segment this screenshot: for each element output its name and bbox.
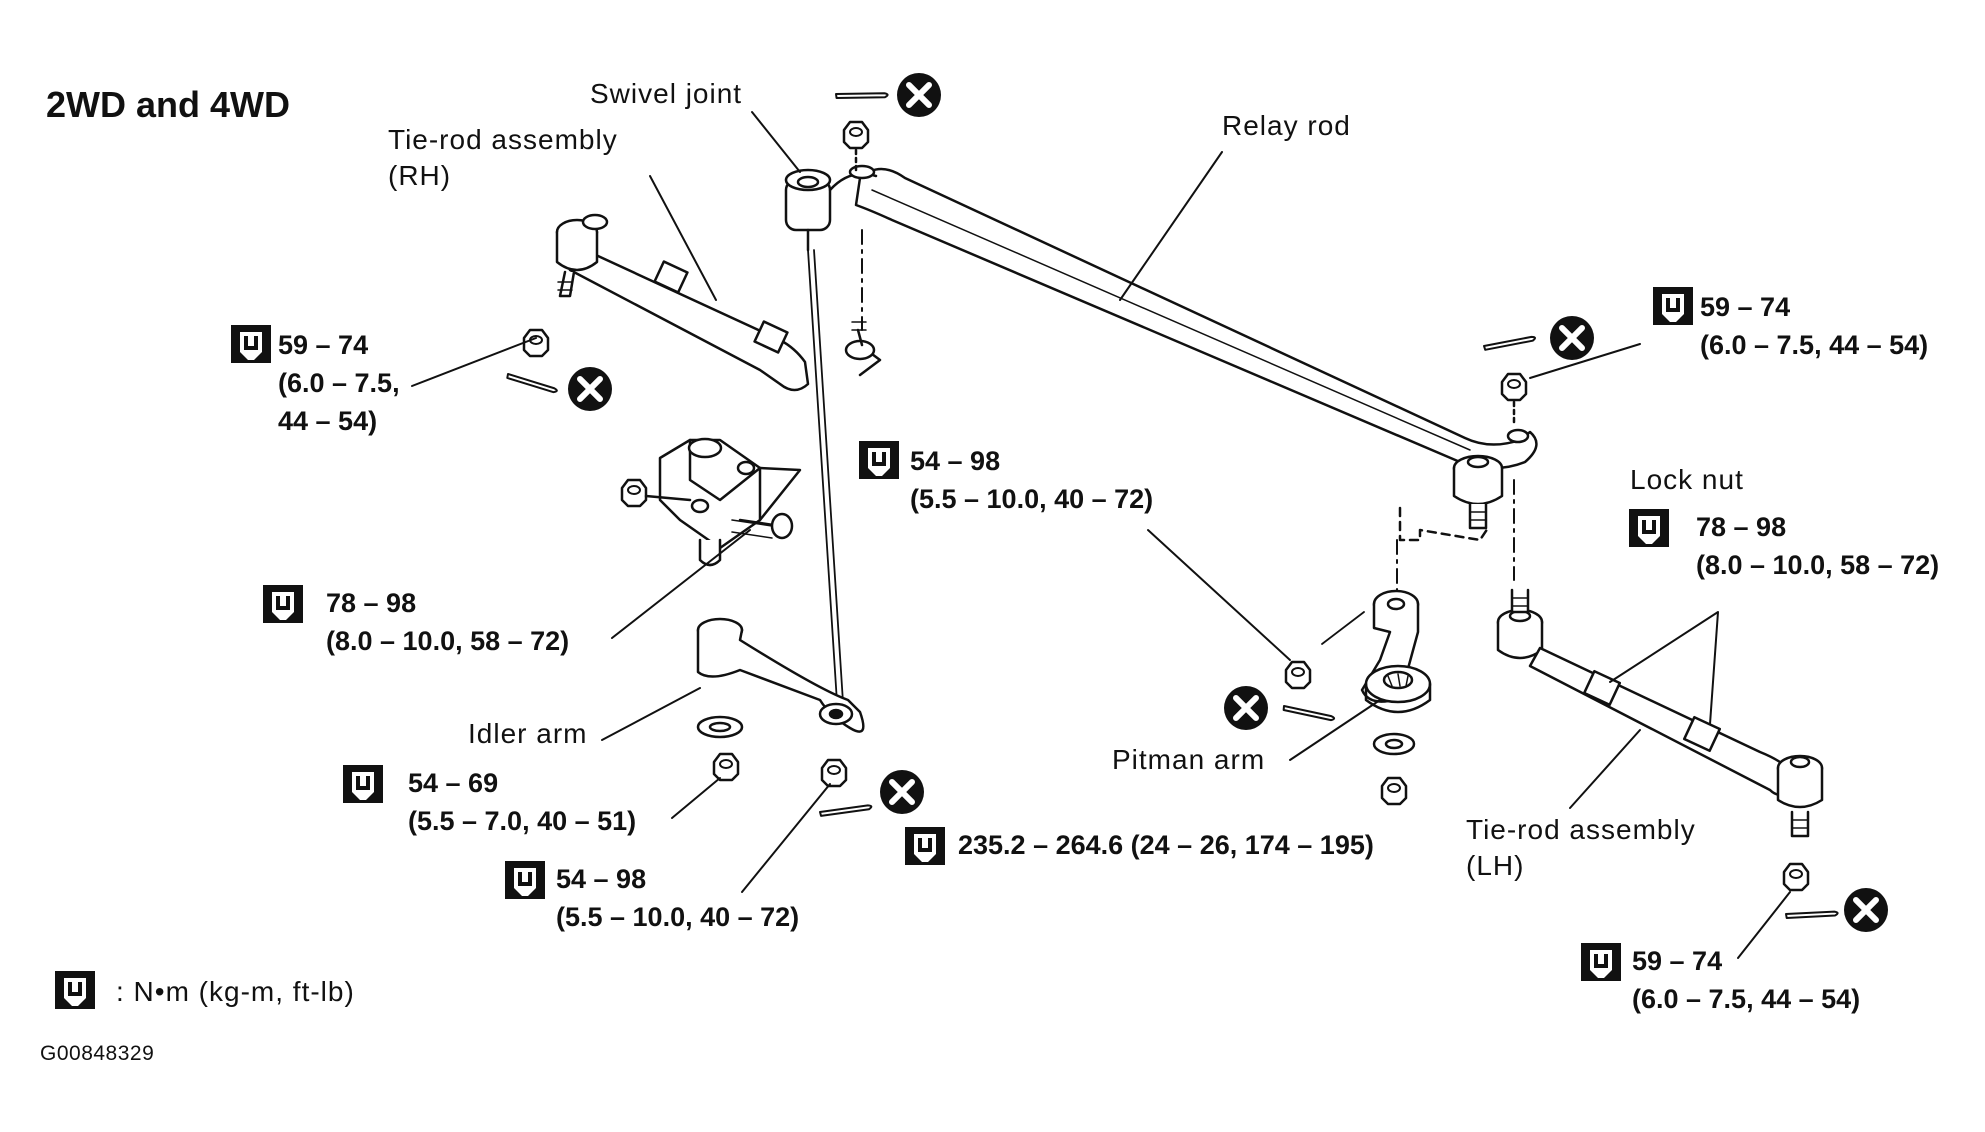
label-tie-rod-lh-line1: Tie-rod assembly xyxy=(1466,814,1696,845)
torque-spec-tie-rod-lh-end: 59 – 74 (6.0 – 7.5, 44 – 54) xyxy=(1632,942,1860,1018)
spec-line: 54 – 98 xyxy=(910,446,1001,476)
torque-wrench-icon xyxy=(505,861,545,899)
label-pitman-arm: Pitman arm xyxy=(1112,744,1266,775)
torque-spec-relay-rod-pitman-nut: 54 – 98 (5.5 – 10.0, 40 – 72) xyxy=(910,442,1153,518)
do-not-reuse-icon xyxy=(897,73,941,117)
legend-text: : N•m (kg-m, ft-lb) xyxy=(116,976,355,1007)
relay-rod xyxy=(854,167,1538,470)
torque-spec-relay-rod-lh-end: 59 – 74 (6.0 – 7.5, 44 – 54) xyxy=(1700,288,1928,364)
spec-line: 78 – 98 xyxy=(1696,512,1787,542)
spec-line: (5.5 – 10.0, 40 – 72) xyxy=(910,484,1154,514)
spec-line: 54 – 69 xyxy=(408,768,499,798)
page-title: 2WD and 4WD xyxy=(46,84,291,125)
relay-rod-lh-end xyxy=(1452,428,1530,530)
pitman-arm xyxy=(1360,506,1490,714)
torque-wrench-icon xyxy=(263,585,303,623)
spec-line: 235.2 – 264.6 (24 – 26, 174 – 195) xyxy=(958,830,1374,860)
do-not-reuse-icon xyxy=(1224,686,1268,730)
torque-wrench-icon xyxy=(1581,943,1621,981)
spec-line: (8.0 – 10.0, 58 – 72) xyxy=(1696,550,1940,580)
do-not-reuse-icon xyxy=(568,367,612,411)
spec-line: 54 – 98 xyxy=(556,864,647,894)
torque-wrench-icon xyxy=(55,971,95,1009)
torque-spec-idler-relay-nut: 54 – 98 (5.5 – 10.0, 40 – 72) xyxy=(556,860,799,936)
spec-line: (6.0 – 7.5, 44 – 54) xyxy=(1700,330,1929,360)
spec-line: 59 – 74 xyxy=(1700,292,1791,322)
torque-spec-tie-rod-rh-end: 59 – 74 (6.0 – 7.5, 44 – 54) xyxy=(278,326,400,440)
label-tie-rod-lh: Tie-rod assembly (LH) xyxy=(1466,816,1696,880)
label-swivel-joint: Swivel joint xyxy=(590,78,743,109)
tie-rod-lh xyxy=(1496,588,1824,838)
spec-line: (6.0 – 7.5, 44 – 54) xyxy=(1632,984,1861,1014)
label-relay-rod: Relay rod xyxy=(1222,110,1351,141)
label-lock-nut: Lock nut xyxy=(1630,464,1744,495)
do-not-reuse-icon xyxy=(880,770,924,814)
idler-arm-bracket xyxy=(658,437,802,567)
spec-line: 44 – 54) xyxy=(278,406,378,436)
swivel-joint xyxy=(784,164,878,252)
figure-code: G00848329 xyxy=(40,1042,155,1065)
leader-lines xyxy=(411,111,1791,959)
torque-wrench-icon xyxy=(231,325,271,363)
spec-line: (6.0 – 7.5, xyxy=(278,368,400,398)
torque-wrench-icon xyxy=(1653,287,1693,325)
torque-wrench-icon xyxy=(1629,509,1669,547)
torque-spec-pitman-arm-nut: 235.2 – 264.6 (24 – 26, 174 – 195) xyxy=(958,826,1374,864)
do-not-reuse-icon xyxy=(1550,316,1594,360)
spec-line: (8.0 – 10.0, 58 – 72) xyxy=(326,626,570,656)
spec-line: (5.5 – 10.0, 40 – 72) xyxy=(556,902,800,932)
do-not-reuse-icon xyxy=(1844,888,1888,932)
spec-line: (5.5 – 7.0, 40 – 51) xyxy=(408,806,637,836)
label-tie-rod-rh: Tie-rod assembly (RH) xyxy=(388,126,618,190)
torque-spec-idler-bracket-bolt: 78 – 98 (8.0 – 10.0, 58 – 72) xyxy=(326,584,569,660)
torque-spec-idler-arm-nut: 54 – 69 (5.5 – 7.0, 40 – 51) xyxy=(408,764,636,840)
spec-line: 59 – 74 xyxy=(1632,946,1723,976)
torque-wrench-icon xyxy=(905,827,945,865)
torque-wrench-icon xyxy=(859,441,899,479)
label-tie-rod-rh-line1: Tie-rod assembly xyxy=(388,124,618,155)
spec-line: 59 – 74 xyxy=(278,330,369,360)
torque-spec-lock-nut: 78 – 98 (8.0 – 10.0, 58 – 72) xyxy=(1696,508,1939,584)
idler-arm xyxy=(696,617,865,733)
label-tie-rod-rh-line2: (RH) xyxy=(388,160,452,191)
label-tie-rod-lh-line2: (LH) xyxy=(1466,850,1525,881)
tie-rod-rh xyxy=(555,213,882,392)
label-idler-arm: Idler arm xyxy=(468,718,588,749)
spec-line: 78 – 98 xyxy=(326,588,417,618)
torque-wrench-icon xyxy=(343,765,383,803)
